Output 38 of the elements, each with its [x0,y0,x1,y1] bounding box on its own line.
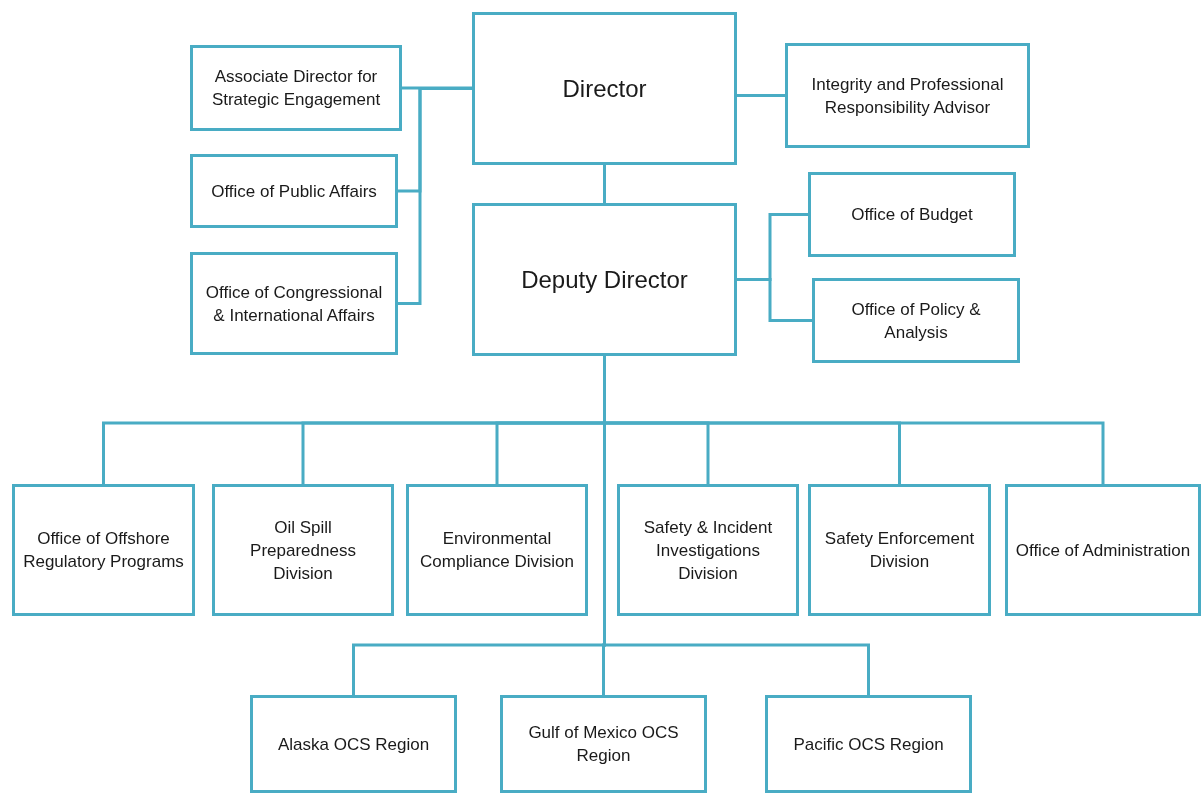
box-label: Office of Budget [851,204,973,226]
org-box [190,154,398,228]
connector-line [737,278,812,322]
box-label: Associate Director for Strategic Engagement [210,66,382,111]
box-label: Oil Spill Preparedness Division [249,516,357,585]
connector-line [398,87,472,305]
box-label: Office of Offshore Regulatory Programs [22,528,185,573]
box-label: Director [562,73,647,104]
org-box [250,695,457,793]
org-box [12,484,195,616]
box-label: Deputy Director [521,264,688,295]
connector-line [603,165,606,203]
box-label: Office of Policy & Analysis [850,298,982,344]
org-box [472,203,737,356]
connector-line [737,94,785,97]
box-label: Integrity and Professional Responsibility Advisor [810,73,1005,119]
org-box [812,278,1020,363]
org-box [500,695,707,793]
org-box [406,484,588,616]
org-box [765,695,972,793]
box-label: Office of Public Affairs [211,180,377,203]
box-label: Office of Congressional & International Affairs [204,281,384,327]
box-label: Pacific OCS Region [793,733,944,756]
box-label: Gulf of Mexico OCS Region [527,722,680,767]
org-box [212,484,394,616]
box-label: Office of Administration [1015,539,1191,562]
org-box [190,45,402,131]
org-box [1005,484,1201,616]
org-box [472,12,737,165]
box-label: Safety & Incident Investigations Division [642,516,774,585]
org-box [808,484,991,616]
org-box [190,252,398,355]
org-box [617,484,799,616]
org-box [808,172,1016,257]
box-label: Safety Enforcement Division [823,528,976,573]
box-label: Environmental Compliance Division [419,528,575,573]
org-box [785,43,1030,148]
box-label: Alaska OCS Region [277,733,430,756]
